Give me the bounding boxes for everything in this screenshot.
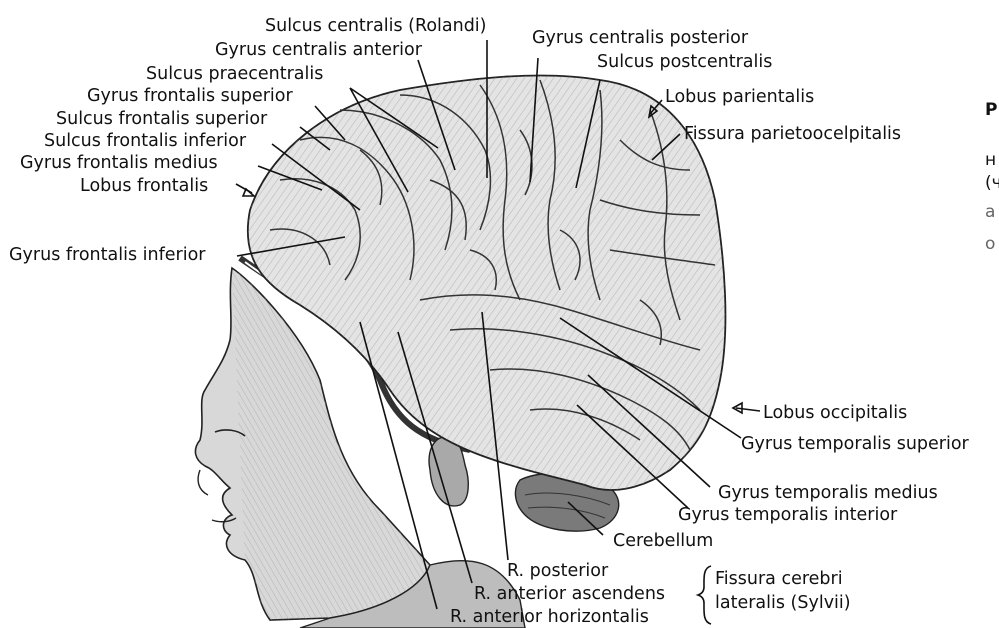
label-lobus-occipitalis: Lobus occipitalis bbox=[763, 403, 907, 423]
label-sulcus-centralis: Sulcus centralis (Rolandi) bbox=[265, 16, 487, 36]
label-gyrus-temporalis-medius: Gyrus temporalis medius bbox=[718, 483, 938, 503]
label-r-posterior: R. posterior bbox=[507, 561, 609, 581]
caption-line-1: P bbox=[985, 100, 999, 120]
label-gyrus-frontalis-inferior: Gyrus frontalis inferior bbox=[9, 245, 206, 265]
label-sulcus-frontalis-superior: Sulcus frontalis superior bbox=[56, 109, 268, 129]
label-lateralis-sylvii: lateralis (Sylvii) bbox=[715, 593, 851, 613]
label-fissura-cerebri: Fissura cerebri bbox=[715, 569, 843, 589]
label-gyrus-frontalis-superior: Gyrus frontalis superior bbox=[87, 86, 293, 106]
label-r-anterior-ascendens: R. anterior ascendens bbox=[474, 584, 665, 604]
label-r-anterior-horizontalis: R. anterior horizontalis bbox=[450, 607, 649, 627]
label-sulcus-frontalis-inferior: Sulcus frontalis inferior bbox=[44, 131, 247, 151]
label-sulcus-praecentralis: Sulcus praecentralis bbox=[146, 64, 323, 84]
label-gyrus-frontalis-medius: Gyrus frontalis medius bbox=[20, 153, 218, 173]
caption-line-2: н bbox=[985, 150, 999, 170]
label-sulcus-postcentralis: Sulcus postcentralis bbox=[597, 52, 772, 72]
caption-line-3: (ч bbox=[985, 173, 999, 193]
figure-caption-clip: P н (ч a о bbox=[985, 0, 999, 628]
label-fissura-parietooccipitalis: Fissura parietoocelpitalis bbox=[684, 124, 901, 144]
label-gyrus-temporalis-superior: Gyrus temporalis superior bbox=[741, 434, 970, 454]
label-lobus-parientalis: Lobus parientalis bbox=[665, 87, 814, 107]
label-gyrus-centralis-posterior: Gyrus centralis posterior bbox=[532, 28, 749, 48]
label-lobus-frontalis: Lobus frontalis bbox=[80, 176, 208, 196]
label-gyrus-centralis-anterior: Gyrus centralis anterior bbox=[215, 40, 423, 60]
caption-line-5: о bbox=[985, 234, 999, 254]
label-cerebellum: Cerebellum bbox=[613, 531, 713, 551]
label-gyrus-temporalis-interior: Gyrus temporalis interior bbox=[678, 505, 898, 525]
caption-line-4: a bbox=[985, 202, 999, 222]
